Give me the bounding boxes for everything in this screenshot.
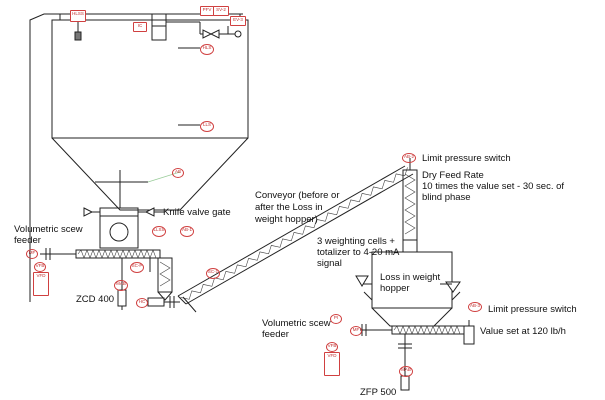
knife-valve-label: Knife valve gate	[163, 207, 231, 218]
tag-lls-side: LLS	[200, 121, 214, 132]
value-set-label: Value set at 120 lb/h	[480, 326, 566, 337]
tag-mab: MAB	[114, 280, 128, 291]
tag-vfd-2: VFD	[324, 352, 340, 376]
tag-ev3: EV-3	[230, 16, 246, 26]
cells-label-a: 3 weighting cells +	[317, 236, 395, 247]
tag-pi: PI	[330, 314, 342, 324]
vol-feeder-1-label-b: feeder	[14, 235, 41, 246]
cells-label-b: totalizer to 4-20 mA	[317, 247, 400, 258]
tag-hlss: HLSS	[70, 10, 86, 22]
level-probe-icon	[74, 31, 82, 41]
tag-mab-2: MAB	[399, 366, 413, 377]
silo-cylinder	[51, 19, 249, 139]
vent-pipe	[29, 13, 82, 302]
liw-label-b: hopper	[380, 283, 410, 294]
tag-vfb-2: VFB	[326, 342, 338, 352]
tag-ab3: AB-3	[468, 302, 482, 312]
tag-vfd: VFD	[33, 272, 49, 296]
top-instruments	[151, 13, 242, 41]
cells-label-c: signal	[317, 258, 342, 269]
knife-valve	[83, 207, 165, 217]
dry-feed-label-c: blind phase	[422, 192, 471, 203]
conveyor-motor	[147, 296, 180, 308]
tag-ab2: AB-2	[402, 153, 416, 163]
silo	[51, 13, 249, 211]
conveyor-label-c: weight hopper)	[255, 214, 318, 225]
vfd-label: VFD	[36, 273, 46, 278]
dry-feed-label-a: Dry Feed Rate	[422, 170, 484, 181]
limit-switch-top-label: Limit pressure switch	[422, 153, 511, 164]
tag-llss: LLSS	[152, 226, 166, 237]
chute-1	[157, 257, 173, 301]
vertical-chute	[402, 158, 418, 253]
tag-ab: AB	[172, 168, 184, 178]
tag-hls-side: HLS	[200, 44, 214, 55]
tag-mf: MF	[26, 249, 38, 259]
tag-hc: HC	[136, 298, 148, 308]
liw-label-a: Loss in weight	[380, 272, 441, 283]
tag-vfb: VFB	[34, 262, 46, 272]
zcd-label: ZCD 400	[76, 294, 115, 305]
tag-scp: SC-P	[130, 262, 144, 273]
silo-cone	[51, 137, 249, 211]
tag-ic: IC	[133, 22, 147, 32]
tag-sv2: SV-2	[213, 6, 229, 16]
tag-sc1: SC-1	[206, 268, 220, 279]
zfp-label: ZFP 500	[360, 387, 397, 398]
tag-mf-2: MF	[350, 326, 362, 336]
conveyor-label-b: after the Loss in	[255, 202, 323, 213]
vol-feeder-1-label-a: Volumetric scew	[14, 224, 83, 235]
dry-feed-label-b: 10 times the value set - 30 sec. of	[422, 181, 565, 192]
vol-feeder-2-label-a: Volumetric scew	[262, 318, 331, 329]
vol-feeder-2-label-b: feeder	[262, 329, 289, 340]
tag-pfv: PFV	[200, 6, 214, 16]
vfd2-label: VFD	[327, 353, 337, 358]
screw-feeder-2	[360, 320, 475, 391]
limit-switch-bottom-label: Limit pressure switch	[488, 304, 577, 315]
conveyor-label-a: Conveyor (before or	[255, 190, 340, 201]
rotary-valve	[99, 215, 139, 249]
tag-ab1: AB-1	[180, 226, 194, 237]
